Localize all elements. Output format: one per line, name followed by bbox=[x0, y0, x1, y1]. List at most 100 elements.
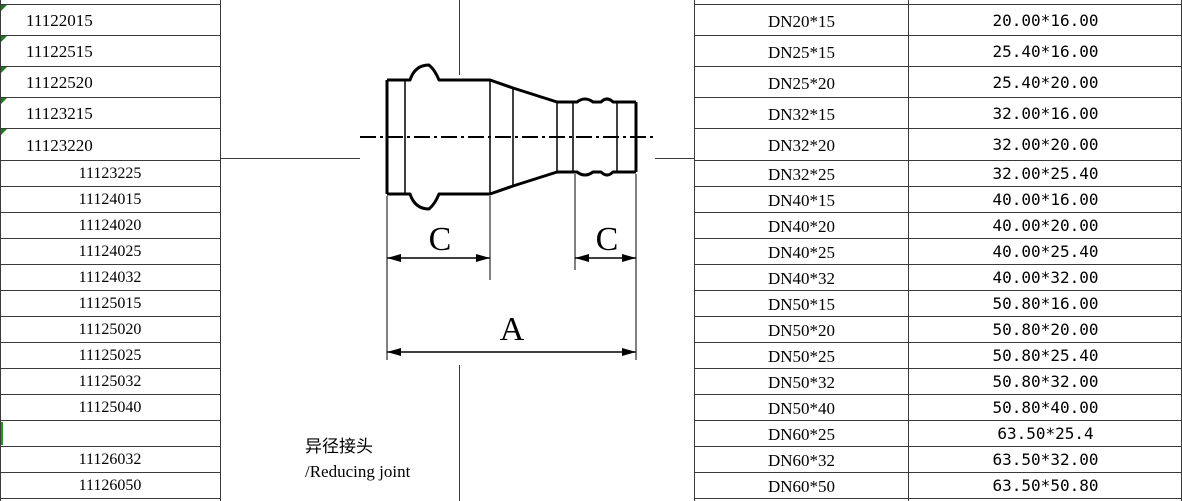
item-code-cell[interactable]: 11122520 bbox=[26, 73, 93, 92]
dimension-cell[interactable]: 25.40*16.00 bbox=[992, 42, 1099, 61]
row-border bbox=[694, 212, 1182, 213]
fitting-outline-bottom bbox=[387, 170, 636, 211]
dn-size-cell[interactable]: DN50*20 bbox=[767, 321, 836, 340]
dimension-cell[interactable]: 50.80*16.00 bbox=[992, 294, 1099, 313]
row-border bbox=[0, 160, 221, 161]
item-code-cell[interactable]: 11125015 bbox=[78, 295, 142, 312]
reducing-joint-drawing: C C A bbox=[360, 63, 655, 360]
dimension-cell[interactable]: 63.50*25.4 bbox=[997, 424, 1094, 443]
row-border bbox=[0, 128, 221, 129]
row-border bbox=[694, 446, 1182, 447]
item-code-cell[interactable]: 11125040 bbox=[78, 399, 142, 416]
item-code-cell[interactable]: 11126050 bbox=[78, 477, 142, 494]
row-border bbox=[0, 238, 221, 239]
item-code-cell[interactable]: 11124025 bbox=[78, 243, 142, 260]
column-border bbox=[459, 0, 460, 75]
dimension-cell[interactable]: 25.40*20.00 bbox=[992, 73, 1099, 92]
dimension-cell[interactable]: 50.80*32.00 bbox=[992, 372, 1099, 391]
dimension-cell[interactable]: 40.00*16.00 bbox=[992, 190, 1099, 209]
item-code-cell[interactable]: 11125025 bbox=[78, 347, 142, 364]
dimension-a-label: A bbox=[500, 311, 525, 348]
dimension-c-left-label: C bbox=[429, 221, 452, 258]
item-code-cell[interactable]: 11125020 bbox=[78, 321, 142, 338]
row-border bbox=[220, 158, 360, 159]
dn-size-cell[interactable]: DN60*25 bbox=[767, 425, 836, 444]
row-border bbox=[694, 97, 1182, 98]
dn-size-cell[interactable]: DN40*32 bbox=[767, 269, 836, 288]
item-code-cell[interactable]: 11123220 bbox=[26, 136, 93, 155]
dimension-cell[interactable]: 32.00*16.00 bbox=[992, 104, 1099, 123]
row-border bbox=[694, 472, 1182, 473]
dimension-cell[interactable]: 20.00*16.00 bbox=[992, 11, 1099, 30]
fitting-outline-top bbox=[387, 63, 636, 104]
item-code-cell[interactable]: 11124020 bbox=[78, 217, 142, 234]
dn-size-cell[interactable]: DN60*50 bbox=[767, 477, 836, 496]
row-border bbox=[0, 420, 221, 421]
dimension-cell[interactable]: 40.00*32.00 bbox=[992, 268, 1099, 287]
column-border bbox=[694, 0, 695, 501]
dn-size-cell[interactable]: DN50*25 bbox=[767, 347, 836, 366]
item-code-cell[interactable]: 11124015 bbox=[78, 191, 142, 208]
row-border bbox=[694, 290, 1182, 291]
dn-size-cell[interactable]: DN40*15 bbox=[767, 191, 836, 210]
comment-marker bbox=[1, 36, 7, 42]
item-code-cell[interactable]: 11125032 bbox=[78, 373, 142, 390]
dimension-cell[interactable]: 63.50*32.00 bbox=[992, 450, 1099, 469]
dimension-cell[interactable]: 50.80*20.00 bbox=[992, 320, 1099, 339]
item-code-cell[interactable]: 11126032 bbox=[78, 451, 142, 468]
item-code-cell[interactable]: 11123225 bbox=[78, 165, 142, 182]
row-border bbox=[694, 186, 1182, 187]
dn-size-cell[interactable]: DN20*15 bbox=[767, 12, 836, 31]
dn-size-cell[interactable]: DN32*15 bbox=[767, 105, 836, 124]
comment-marker bbox=[1, 129, 7, 135]
column-border bbox=[0, 0, 1, 501]
dn-size-cell[interactable]: DN32*25 bbox=[767, 165, 836, 184]
dn-size-cell[interactable]: DN40*25 bbox=[767, 243, 836, 262]
row-border bbox=[0, 394, 221, 395]
dn-size-cell[interactable]: DN32*20 bbox=[767, 136, 836, 155]
row-border bbox=[694, 342, 1182, 343]
caption-en: /Reducing joint bbox=[305, 462, 411, 481]
item-code-cell[interactable]: 11123215 bbox=[26, 104, 93, 123]
comment-marker bbox=[1, 98, 7, 104]
row-border bbox=[694, 368, 1182, 369]
row-border bbox=[0, 4, 221, 5]
dn-size-cell[interactable]: DN50*32 bbox=[767, 373, 836, 392]
dimension-cell[interactable]: 32.00*20.00 bbox=[992, 135, 1099, 154]
row-border bbox=[0, 264, 221, 265]
dimension-cell[interactable]: 40.00*25.40 bbox=[992, 242, 1099, 261]
row-border bbox=[694, 66, 1182, 67]
row-border bbox=[0, 368, 221, 369]
column-border bbox=[908, 0, 909, 501]
dimension-cell[interactable]: 40.00*20.00 bbox=[992, 216, 1099, 235]
dn-size-cell[interactable]: DN40*20 bbox=[767, 217, 836, 236]
row-border bbox=[694, 160, 1182, 161]
row-border bbox=[0, 186, 221, 187]
comment-marker bbox=[1, 67, 7, 73]
row-border bbox=[694, 264, 1182, 265]
row-border bbox=[694, 35, 1182, 36]
row-border bbox=[0, 498, 221, 499]
row-border bbox=[694, 128, 1182, 129]
row-border bbox=[0, 446, 221, 447]
row-border bbox=[0, 66, 221, 67]
caption-zh: 异径接头 bbox=[305, 437, 373, 456]
dimension-cell[interactable]: 63.50*50.80 bbox=[992, 476, 1099, 495]
column-border bbox=[220, 0, 221, 501]
row-border bbox=[694, 420, 1182, 421]
dimension-cell[interactable]: 32.00*25.40 bbox=[992, 164, 1099, 183]
dimension-cell[interactable]: 50.80*25.40 bbox=[992, 346, 1099, 365]
dn-size-cell[interactable]: DN50*40 bbox=[767, 399, 836, 418]
dimension-cell[interactable]: 50.80*40.00 bbox=[992, 398, 1099, 417]
item-code-cell[interactable]: 11122515 bbox=[26, 42, 93, 61]
dn-size-cell[interactable]: DN25*20 bbox=[767, 74, 836, 93]
item-code-cell[interactable]: 11124032 bbox=[78, 269, 142, 286]
row-border bbox=[0, 472, 221, 473]
dn-size-cell[interactable]: DN60*32 bbox=[767, 451, 836, 470]
dimension-c-right-label: C bbox=[596, 221, 619, 258]
row-border bbox=[0, 290, 221, 291]
dn-size-cell[interactable]: DN25*15 bbox=[767, 43, 836, 62]
dn-size-cell[interactable]: DN50*15 bbox=[767, 295, 836, 314]
row-border bbox=[694, 316, 1182, 317]
item-code-cell[interactable]: 11122015 bbox=[26, 11, 93, 30]
